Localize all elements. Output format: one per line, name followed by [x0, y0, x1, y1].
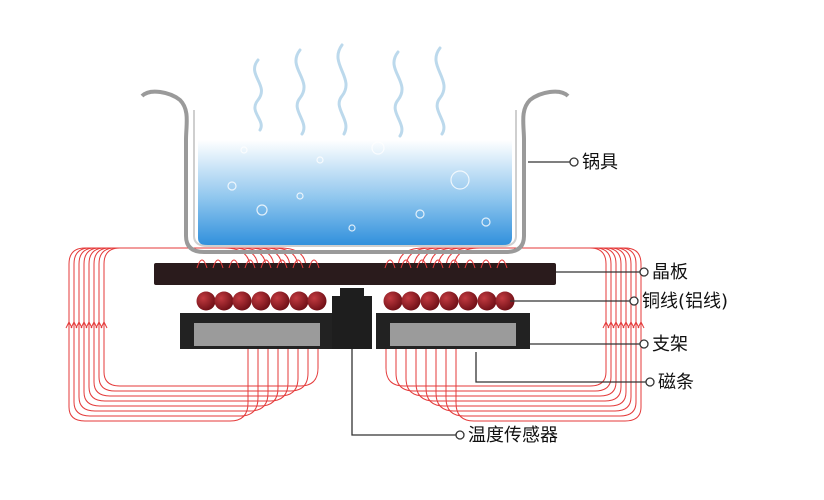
steam-wisp: [336, 43, 348, 136]
field-arrow: [75, 320, 83, 329]
field-arrow: [627, 320, 635, 329]
field-loops: [196, 259, 508, 269]
water: [198, 140, 512, 246]
field-loop: [292, 259, 304, 269]
field-loop: [400, 259, 412, 269]
field-arrow: [602, 320, 610, 329]
copper-coil: [383, 291, 403, 311]
field-arrow: [65, 320, 73, 329]
pot-body: [140, 89, 570, 254]
field-loop: [384, 259, 396, 269]
field-line: [103, 247, 319, 387]
field-loop: [416, 259, 428, 269]
copper-coil: [270, 291, 290, 311]
field-line: [435, 247, 632, 412]
copper-coil: [289, 291, 309, 311]
copper-coil: [458, 291, 478, 311]
steam: [253, 43, 446, 138]
field-arrow: [80, 320, 88, 329]
field-arrow: [622, 320, 630, 329]
field-loop: [244, 259, 256, 269]
field-arrow: [607, 320, 615, 329]
crystal-plate-label: 晶板: [652, 262, 688, 283]
field-line: [98, 247, 309, 392]
temperature-sensor-label: 温度传感器: [468, 425, 558, 446]
pot-inner-wall: [193, 110, 517, 247]
steam-wisp: [253, 58, 263, 132]
copper-coil: [232, 291, 252, 311]
leader-lines: [351, 161, 646, 436]
leader-dots: [455, 157, 655, 440]
field-line: [73, 247, 259, 417]
field-arrow: [100, 320, 108, 329]
crystal-plate: [154, 263, 556, 285]
field-line: [415, 247, 622, 402]
field-arrow: [637, 320, 645, 329]
copper-coil: [251, 291, 271, 311]
field-loop: [448, 259, 460, 269]
copper-coil: [439, 291, 459, 311]
field-line: [425, 247, 627, 407]
field-loop: [464, 259, 476, 269]
field-arrow: [95, 320, 103, 329]
field-line: [78, 247, 269, 412]
copper-coil: [307, 291, 327, 311]
temperature-sensor: [332, 288, 372, 349]
copper-coil: [196, 291, 216, 311]
copper-coil: [214, 291, 234, 311]
field-loop: [308, 259, 320, 269]
field-loop: [432, 259, 444, 269]
field-loop: [260, 259, 272, 269]
field-line: [445, 247, 637, 417]
copper-coil: [420, 291, 440, 311]
field-arrow: [70, 320, 78, 329]
copper-wire-label: 铜线(铝线): [642, 291, 728, 312]
field-loop: [196, 259, 208, 269]
pot: [140, 89, 570, 254]
pot-label: 锅具: [582, 152, 618, 173]
field-arrow: [612, 320, 620, 329]
field-arrow: [632, 320, 640, 329]
steam-wisp: [434, 46, 446, 136]
field-line: [93, 247, 299, 397]
field-line: [453, 247, 642, 422]
field-line: [83, 247, 279, 407]
steam-wisp: [392, 50, 404, 138]
field-arrow: [90, 320, 98, 329]
magnetic-strip-label: 磁条: [658, 372, 694, 393]
field-loop: [228, 259, 240, 269]
field-loop: [480, 259, 492, 269]
field-line: [385, 247, 607, 387]
field-loop: [276, 259, 288, 269]
field-arrow: [85, 320, 93, 329]
magnetic-strip: [194, 323, 320, 346]
field-line: [395, 247, 612, 392]
field-line: [88, 247, 289, 402]
magnetic-strip: [390, 323, 516, 346]
bubbles: [227, 141, 491, 232]
field-loop: [496, 259, 508, 269]
bracket-label: 支架: [652, 334, 688, 355]
copper-wire-coils: [196, 291, 515, 311]
copper-coil: [477, 291, 497, 311]
copper-coil: [401, 291, 421, 311]
field-line: [68, 247, 251, 422]
steam-wisp: [294, 48, 306, 136]
bracket: [180, 313, 530, 349]
field-loop: [212, 259, 224, 269]
field-arrow: [617, 320, 625, 329]
copper-coil: [495, 291, 515, 311]
